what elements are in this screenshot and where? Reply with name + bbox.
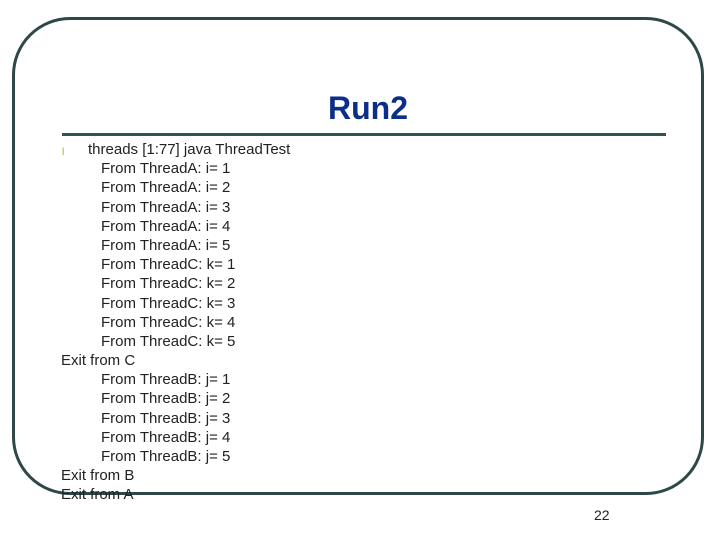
output-line: threads [1:77] java ThreadTest — [88, 141, 291, 158]
output-line: From ThreadC: k= 4 — [101, 313, 236, 331]
output-line: From ThreadB: j= 5 — [101, 448, 231, 465]
page-number: 22 — [594, 507, 610, 523]
output-line: From ThreadB: j= 2 — [101, 390, 231, 408]
output-line: From ThreadA: i= 5 — [101, 236, 231, 254]
output-line: From ThreadC: k= 3 — [101, 294, 236, 312]
output-line: Exit from B — [61, 467, 135, 485]
slide-frame — [12, 17, 704, 495]
output-line: From ThreadC: k= 1 — [101, 256, 236, 274]
output-line: From ThreadC: k= 5 — [101, 332, 236, 350]
title-divider — [62, 133, 666, 136]
output-line: Exit from A — [61, 486, 134, 504]
bullet-icon: l — [62, 147, 65, 158]
output-line: From ThreadA: i= 4 — [101, 217, 231, 235]
output-line: From ThreadA: i= 2 — [101, 179, 231, 197]
output-line: From ThreadB: j= 4 — [101, 428, 231, 446]
output-line: From ThreadA: i= 1 — [101, 160, 231, 178]
console-output: threads [1:77] java ThreadTest From Thre… — [61, 140, 581, 505]
output-line: From ThreadB: j= 3 — [101, 409, 231, 427]
output-line: Exit from C — [61, 352, 136, 370]
output-line: From ThreadB: j= 1 — [101, 371, 231, 389]
output-line: From ThreadA: i= 3 — [101, 198, 231, 216]
output-line: From ThreadC: k= 2 — [101, 275, 236, 293]
slide-title: Run2 — [328, 90, 408, 126]
